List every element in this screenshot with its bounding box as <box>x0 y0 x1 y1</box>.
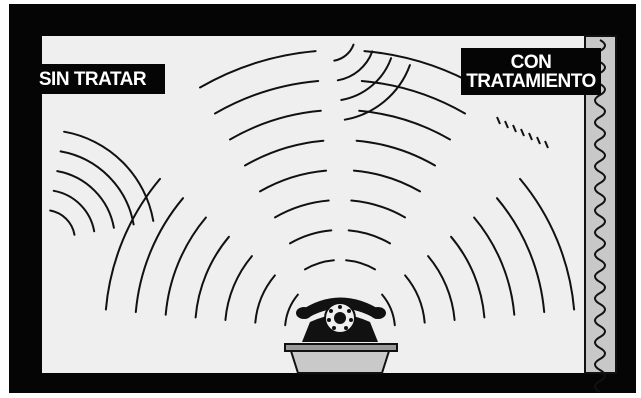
sound-wave-arc-upper-right <box>357 141 435 166</box>
table-icon <box>285 344 397 373</box>
reflected-wave-arc <box>54 191 94 232</box>
reflected-wave-arc-top <box>341 58 391 100</box>
untreated-label-text: SIN TRATAR <box>39 70 146 89</box>
sound-wave-arc-right <box>428 256 455 320</box>
absorbed-wave-mark <box>529 133 532 140</box>
telephone-icon <box>296 298 386 343</box>
sound-wave-arc-right <box>405 275 425 322</box>
reflected-wave-arc-top <box>338 51 373 80</box>
sound-wave-arc-left <box>225 256 252 320</box>
sound-wave-arc-upper-left <box>305 260 334 269</box>
treated-label: CON TRATAMIENTO <box>461 48 601 95</box>
absorbed-wave-mark <box>521 129 524 136</box>
sound-wave-arc-upper-right <box>346 260 375 269</box>
sound-wave-arc-upper-right <box>359 111 450 140</box>
sound-wave-arc-upper-left <box>230 111 321 140</box>
sound-wave-arc-upper-left <box>200 51 316 87</box>
sound-wave-arc-left <box>166 218 206 315</box>
absorbed-wave-group <box>497 117 548 148</box>
absorbed-wave-mark <box>505 121 508 128</box>
reflected-wave-arc-top <box>334 45 353 61</box>
sound-wave-arc-left <box>255 275 275 322</box>
sound-wave-arc-upper-right <box>351 201 405 218</box>
sound-wave-arc-upper-left <box>290 230 331 243</box>
treated-label-line2: TRATAMIENTO <box>466 72 596 91</box>
sound-wave-arc-right <box>474 218 514 315</box>
sound-wave-arc-left <box>106 179 160 310</box>
absorbed-wave-mark <box>497 117 500 124</box>
sound-wave-arc-right <box>520 179 574 310</box>
reflected-wave-arc <box>50 211 74 235</box>
absorbed-wave-mark <box>537 137 540 144</box>
untreated-label: SIN TRATAR <box>20 64 165 94</box>
absorbed-wave-mark <box>513 125 516 132</box>
absorbed-wave-mark <box>545 141 548 148</box>
sound-wave-arc-right <box>451 237 484 318</box>
sound-wave-arc-upper-left <box>260 171 326 192</box>
sound-wave-arc-left <box>285 295 298 326</box>
sound-wave-arc-right <box>497 198 544 312</box>
sound-wave-arc-upper-left <box>215 81 318 114</box>
sound-wave-arc-upper-right <box>349 230 390 243</box>
sound-wave-arc-upper-right <box>354 171 420 192</box>
sound-wave-arc-left <box>136 198 183 312</box>
sound-wave-arc-left <box>196 237 229 318</box>
sound-wave-arc-upper-right <box>362 81 465 114</box>
sound-wave-arc-upper-left <box>275 201 329 218</box>
treated-label-line1: CON <box>511 53 552 72</box>
sound-wave-arc-upper-left <box>245 141 323 166</box>
